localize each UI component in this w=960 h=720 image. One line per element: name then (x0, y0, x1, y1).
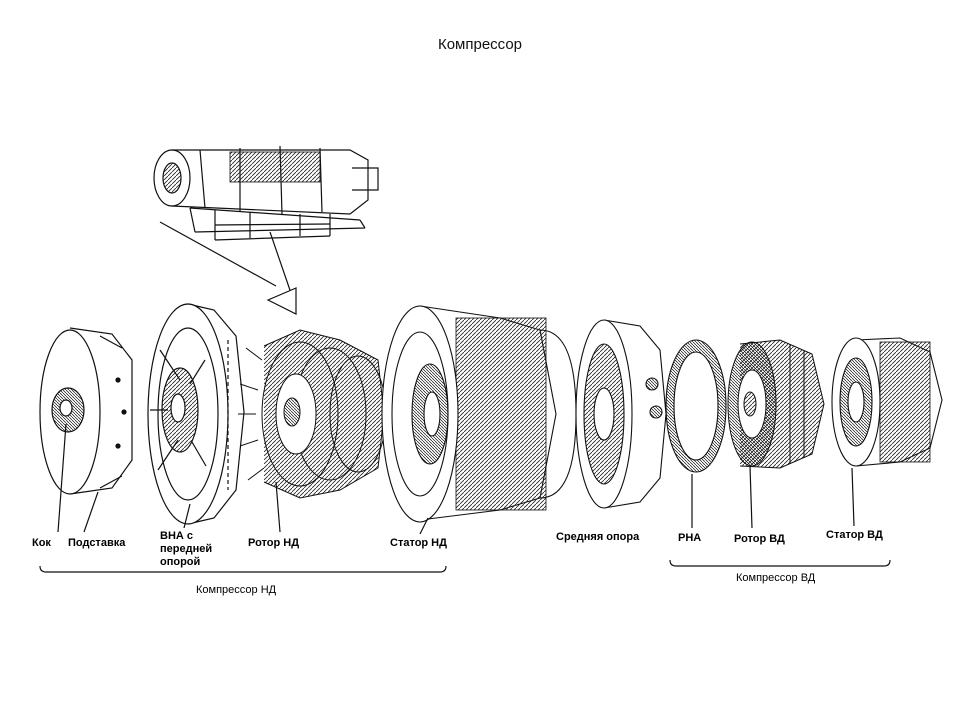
igv-front-support-part (147, 303, 245, 525)
leader-lines (57, 423, 855, 535)
spinner-part (39, 327, 133, 495)
page-title: Компрессор (437, 36, 523, 53)
group-label-compressor-nd: Компрессор НД (196, 584, 277, 596)
pointer-arrow (159, 221, 297, 315)
lp-rotor-part (238, 329, 387, 499)
label-rna: РНА (678, 532, 702, 544)
igv-vd-ring-part (665, 339, 727, 473)
engine-overview-sketch (153, 145, 379, 241)
lp-stator-part (381, 305, 577, 523)
label-stator-nd: Статор НД (390, 537, 447, 549)
label-rotor-vd: Ротор ВД (734, 533, 785, 545)
label-stator-vd: Статор ВД (826, 529, 883, 541)
label-vna-line3: опорой (160, 556, 201, 568)
label-vna-line1: ВНА с (160, 530, 194, 542)
hp-rotor-part (727, 339, 825, 469)
label-vna-line2: передней (160, 543, 213, 555)
label-kok: Кок (32, 537, 51, 549)
middle-support-part (575, 319, 667, 509)
label-podstavka: Подставка (68, 537, 126, 549)
group-label-compressor-vd: Компрессор ВД (736, 572, 816, 584)
group-brackets (39, 559, 891, 573)
hp-stator-part (831, 337, 943, 467)
label-rotor-nd: Ротор НД (248, 537, 300, 549)
label-srednyaya-opora: Средняя опора (556, 531, 640, 543)
